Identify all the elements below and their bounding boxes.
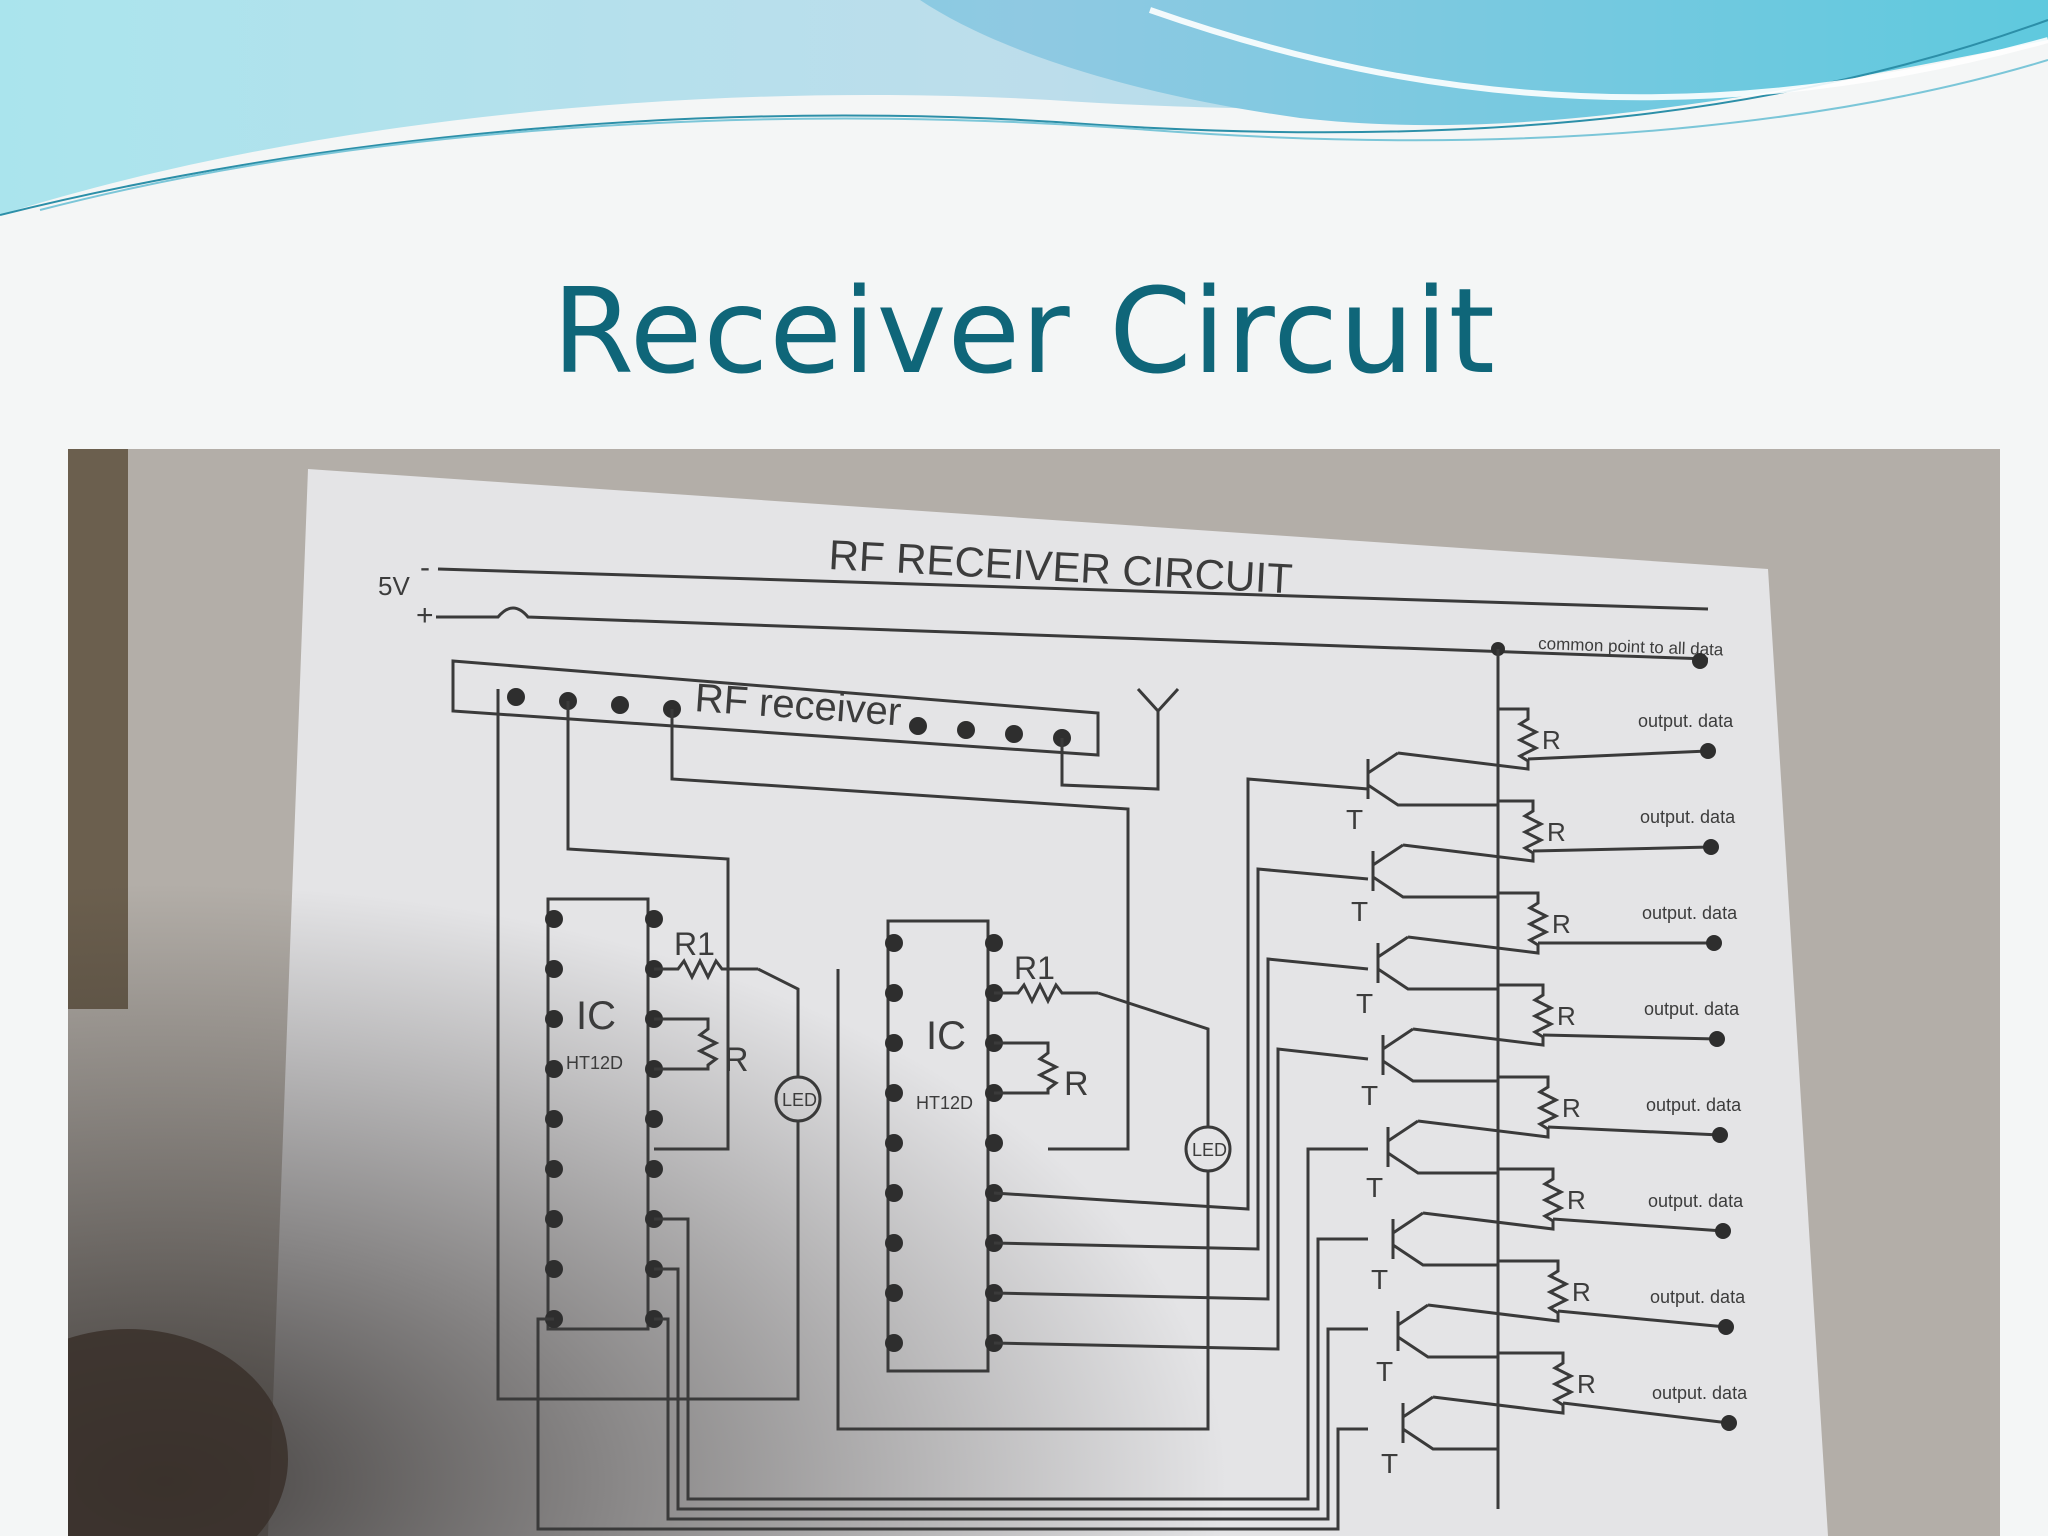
output-terminal-4 (1709, 1031, 1725, 1047)
output-label-8: output. data (1652, 1383, 1748, 1403)
schematic-photo: RF RECEIVER CIRCUIT 5V - + common point … (68, 449, 2000, 1536)
resistor-5 (1417, 1075, 1560, 1139)
supply-plus: + (416, 599, 434, 632)
transistor-3 (1376, 935, 1498, 991)
resistor-3 (1407, 891, 1550, 955)
ic1-r1-label: R1 (674, 926, 715, 962)
resistor-4 (1412, 983, 1555, 1047)
resistor-label-6: R (1567, 1185, 1586, 1215)
resistor-label-2: R (1547, 817, 1566, 847)
transistor-8 (1401, 1395, 1498, 1451)
transistor-label-3: T (1356, 988, 1373, 1019)
ic1-led-label: LED (782, 1090, 817, 1110)
output-label-3: output. data (1642, 903, 1738, 923)
resistor-label-8: R (1577, 1369, 1596, 1399)
output-terminal-3 (1706, 935, 1722, 951)
resistor-label-5: R (1562, 1093, 1581, 1123)
output-label-4: output. data (1644, 999, 1740, 1019)
output-terminal-5 (1712, 1127, 1728, 1143)
supply-label: 5V (378, 571, 410, 601)
output-terminal-1 (1700, 743, 1716, 759)
ic2-r1-label: R1 (1014, 950, 1055, 986)
transistor-label-1: T (1346, 804, 1363, 835)
output-line-8 (1562, 1401, 1730, 1425)
supply-minus: - (420, 551, 430, 584)
transistor-2 (1371, 843, 1498, 899)
output-line-7 (1557, 1309, 1727, 1329)
transistor-label-4: T (1361, 1080, 1378, 1111)
transistor-6 (1391, 1211, 1498, 1267)
transistor-label-2: T (1351, 896, 1368, 927)
output-terminal-6 (1715, 1223, 1731, 1239)
output-terminal-8 (1721, 1415, 1737, 1431)
output-line-4 (1542, 1033, 1718, 1041)
transistor-label-8: T (1381, 1448, 1398, 1479)
ic2-part: HT12D (916, 1093, 973, 1113)
output-line-5 (1547, 1125, 1721, 1137)
transistor-label-6: T (1371, 1264, 1388, 1295)
resistor-1 (1397, 707, 1540, 771)
output-terminal-7 (1718, 1319, 1734, 1335)
ic2-name: IC (926, 1014, 966, 1058)
transistor-5 (1386, 1119, 1498, 1175)
output-label-7: output. data (1650, 1287, 1746, 1307)
ic2-led-label: LED (1192, 1140, 1227, 1160)
output-line-6 (1552, 1217, 1724, 1233)
transistor-7 (1396, 1303, 1498, 1359)
resistor-label-7: R (1572, 1277, 1591, 1307)
transistor-4 (1381, 1027, 1498, 1083)
transistor-label-7: T (1376, 1356, 1393, 1387)
schematic-diagram: RF RECEIVER CIRCUIT 5V - + common point … (68, 449, 2000, 1536)
transistor-1 (1366, 751, 1498, 807)
slide-title: Receiver Circuit (552, 262, 1496, 400)
output-label-6: output. data (1648, 1191, 1744, 1211)
output-terminal-2 (1703, 839, 1719, 855)
header-wave-decoration (0, 0, 2048, 240)
output-label-2: output. data (1640, 807, 1736, 827)
ic1-name: IC (576, 994, 616, 1038)
resistor-label-4: R (1557, 1001, 1576, 1031)
transistor-label-5: T (1366, 1172, 1383, 1203)
ic1-part: HT12D (566, 1053, 623, 1073)
output-line-1 (1527, 749, 1709, 761)
resistor-7 (1427, 1259, 1570, 1323)
output-line-2 (1532, 845, 1712, 853)
resistor-6 (1422, 1167, 1565, 1231)
resistor-8 (1432, 1351, 1575, 1415)
resistor-label-1: R (1542, 725, 1561, 755)
resistor-label-3: R (1552, 909, 1571, 939)
output-label-5: output. data (1646, 1095, 1742, 1115)
output-label-1: output. data (1638, 711, 1734, 731)
resistor-2 (1402, 799, 1545, 863)
ic2-r-label: R (1064, 1065, 1089, 1103)
